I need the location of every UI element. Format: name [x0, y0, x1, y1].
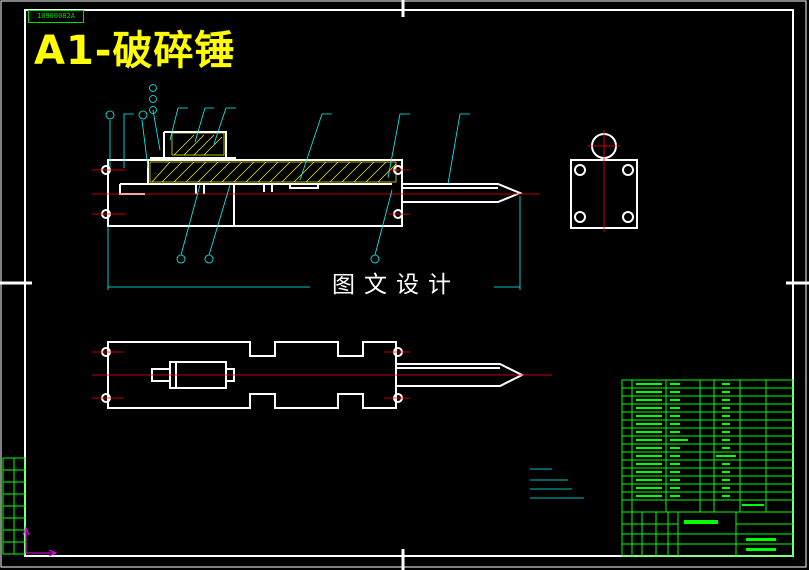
- title-block-entries: [636, 383, 776, 551]
- technical-notes: [530, 468, 584, 499]
- housing-outline: [101, 131, 523, 227]
- margin-table: [2, 457, 26, 555]
- ucs-icon: [22, 526, 58, 557]
- title-block: [621, 379, 794, 557]
- upper-section-view: [92, 84, 540, 290]
- drawing-title: A1-破碎锤: [34, 28, 236, 74]
- side-view-flange: [570, 130, 638, 232]
- hatched-region: [149, 132, 397, 183]
- drawing-number-stamp: 10900082A: [28, 10, 84, 23]
- lower-plan-view: [92, 341, 552, 409]
- watermark-text: 图文设计: [332, 272, 460, 298]
- part-leaders: [105, 84, 470, 264]
